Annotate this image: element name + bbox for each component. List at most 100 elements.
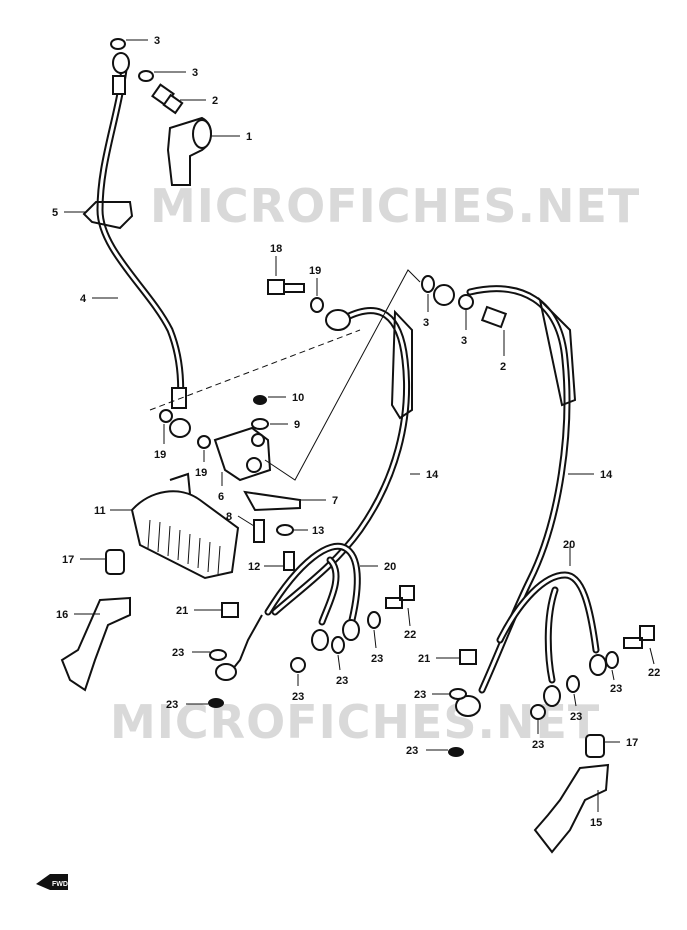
callout-3-b: 3 [192, 67, 198, 79]
washer-top-1 [110, 38, 126, 50]
callout-18: 18 [270, 243, 282, 255]
brake-hose-upper [96, 52, 191, 438]
bolt-8 [253, 519, 265, 543]
washer-3-right-b [458, 294, 474, 310]
callout-23-c: 23 [292, 691, 304, 703]
callout-3-a: 3 [154, 35, 160, 47]
washer-23-d [331, 636, 345, 654]
callout-9: 9 [294, 419, 300, 431]
washer-23-f [449, 688, 467, 700]
leader-line [337, 654, 341, 671]
callout-14-right: 14 [600, 469, 613, 481]
washer-23-g [448, 747, 464, 757]
washer-19-top [310, 297, 324, 313]
washer-23-i [566, 675, 580, 693]
callout-7: 7 [332, 495, 338, 507]
callout-17-right: 17 [626, 737, 638, 749]
brake-hose-20-left [264, 542, 361, 651]
callout-16: 16 [56, 609, 68, 621]
washer-top-2 [138, 70, 154, 82]
union-bolt-2-right [480, 305, 508, 329]
hose-clamp-5 [82, 201, 134, 230]
callout-23-b: 23 [166, 699, 178, 711]
washer-23-a [209, 649, 227, 661]
callout-23-e: 23 [371, 653, 383, 665]
callout-2-top: 2 [212, 95, 218, 107]
callout-20-right: 20 [563, 539, 575, 551]
callout-23-j: 23 [610, 683, 622, 695]
callout-19-top: 19 [309, 265, 321, 277]
callout-23-a: 23 [172, 647, 184, 659]
union-right [433, 284, 455, 306]
washer-23-c [290, 657, 306, 673]
callout-23-f: 23 [414, 689, 426, 701]
grommet-17-left [105, 549, 125, 575]
bracket-7 [243, 490, 301, 512]
callout-4: 4 [80, 293, 87, 305]
brake-hose-14-right [455, 285, 577, 717]
watermark-bottom: MICROFICHES.NET [110, 695, 600, 749]
joint-6 [213, 426, 272, 482]
svg-text:FWD: FWD [52, 881, 68, 888]
union-bolt-top [151, 83, 184, 115]
washer-19-right [197, 435, 211, 449]
washer-23-e [367, 611, 381, 629]
nut-10 [253, 395, 267, 405]
leader-line [611, 669, 615, 681]
washer-9 [251, 418, 269, 430]
callout-15: 15 [590, 817, 602, 829]
brake-cap-1 [166, 116, 212, 186]
callout-20-left: 20 [384, 561, 396, 573]
leader-line [407, 607, 411, 627]
callout-3-d: 3 [461, 335, 467, 347]
callout-23-d: 23 [336, 675, 348, 687]
bolt-21-left [221, 602, 239, 618]
callout-19-right: 19 [195, 467, 207, 479]
callout-17-left: 17 [62, 554, 74, 566]
watermark-top: MICROFICHES.NET [150, 179, 640, 233]
callout-23-g: 23 [406, 745, 418, 757]
leader-line [573, 693, 577, 707]
callout-21-right: 21 [418, 653, 430, 665]
callout-12: 12 [248, 561, 260, 573]
leader-line [237, 515, 255, 527]
leader-line [649, 647, 655, 665]
grommet-17-right [585, 734, 605, 758]
callout-14-left: 14 [426, 469, 439, 481]
washer-3-right-a [421, 275, 435, 293]
callout-5: 5 [52, 207, 58, 219]
callout-1: 1 [246, 131, 252, 143]
callout-2-right: 2 [500, 361, 506, 373]
bolt-21-right [459, 649, 477, 665]
assembly-line-2 [264, 269, 421, 481]
callout-3-c: 3 [423, 317, 429, 329]
leader-line [373, 629, 377, 649]
callout-10: 10 [292, 392, 304, 404]
callout-22-left: 22 [404, 629, 416, 641]
clamp-15 [533, 763, 610, 854]
callout-11: 11 [94, 505, 106, 517]
callout-21-left: 21 [176, 605, 188, 617]
washer-23-h [530, 704, 546, 720]
washer-13 [276, 524, 294, 536]
washer-23-j [605, 651, 619, 669]
callout-22-right: 22 [648, 667, 660, 679]
washer-23-b [208, 698, 224, 708]
brake-hose-14-left [215, 307, 413, 681]
callout-13: 13 [312, 525, 324, 537]
callout-6: 6 [218, 491, 224, 503]
brake-hose-20-right [496, 571, 607, 707]
union-bolt-22-right [623, 625, 655, 649]
washer-19-left [159, 409, 173, 423]
callout-8: 8 [226, 511, 232, 523]
callout-labels: 3 3 2 1 5 4 18 19 3 3 2 10 9 19 19 6 7 8 [52, 35, 660, 829]
cover-11 [130, 472, 240, 580]
callout-23-h: 23 [532, 739, 544, 751]
forward-arrow-icon: FWD [36, 874, 68, 890]
union-bolt-18 [267, 279, 305, 295]
assembly-line-1 [149, 329, 361, 411]
bolt-12 [283, 551, 295, 571]
clamp-16 [60, 596, 131, 692]
union-bolt-22-left [385, 585, 415, 609]
